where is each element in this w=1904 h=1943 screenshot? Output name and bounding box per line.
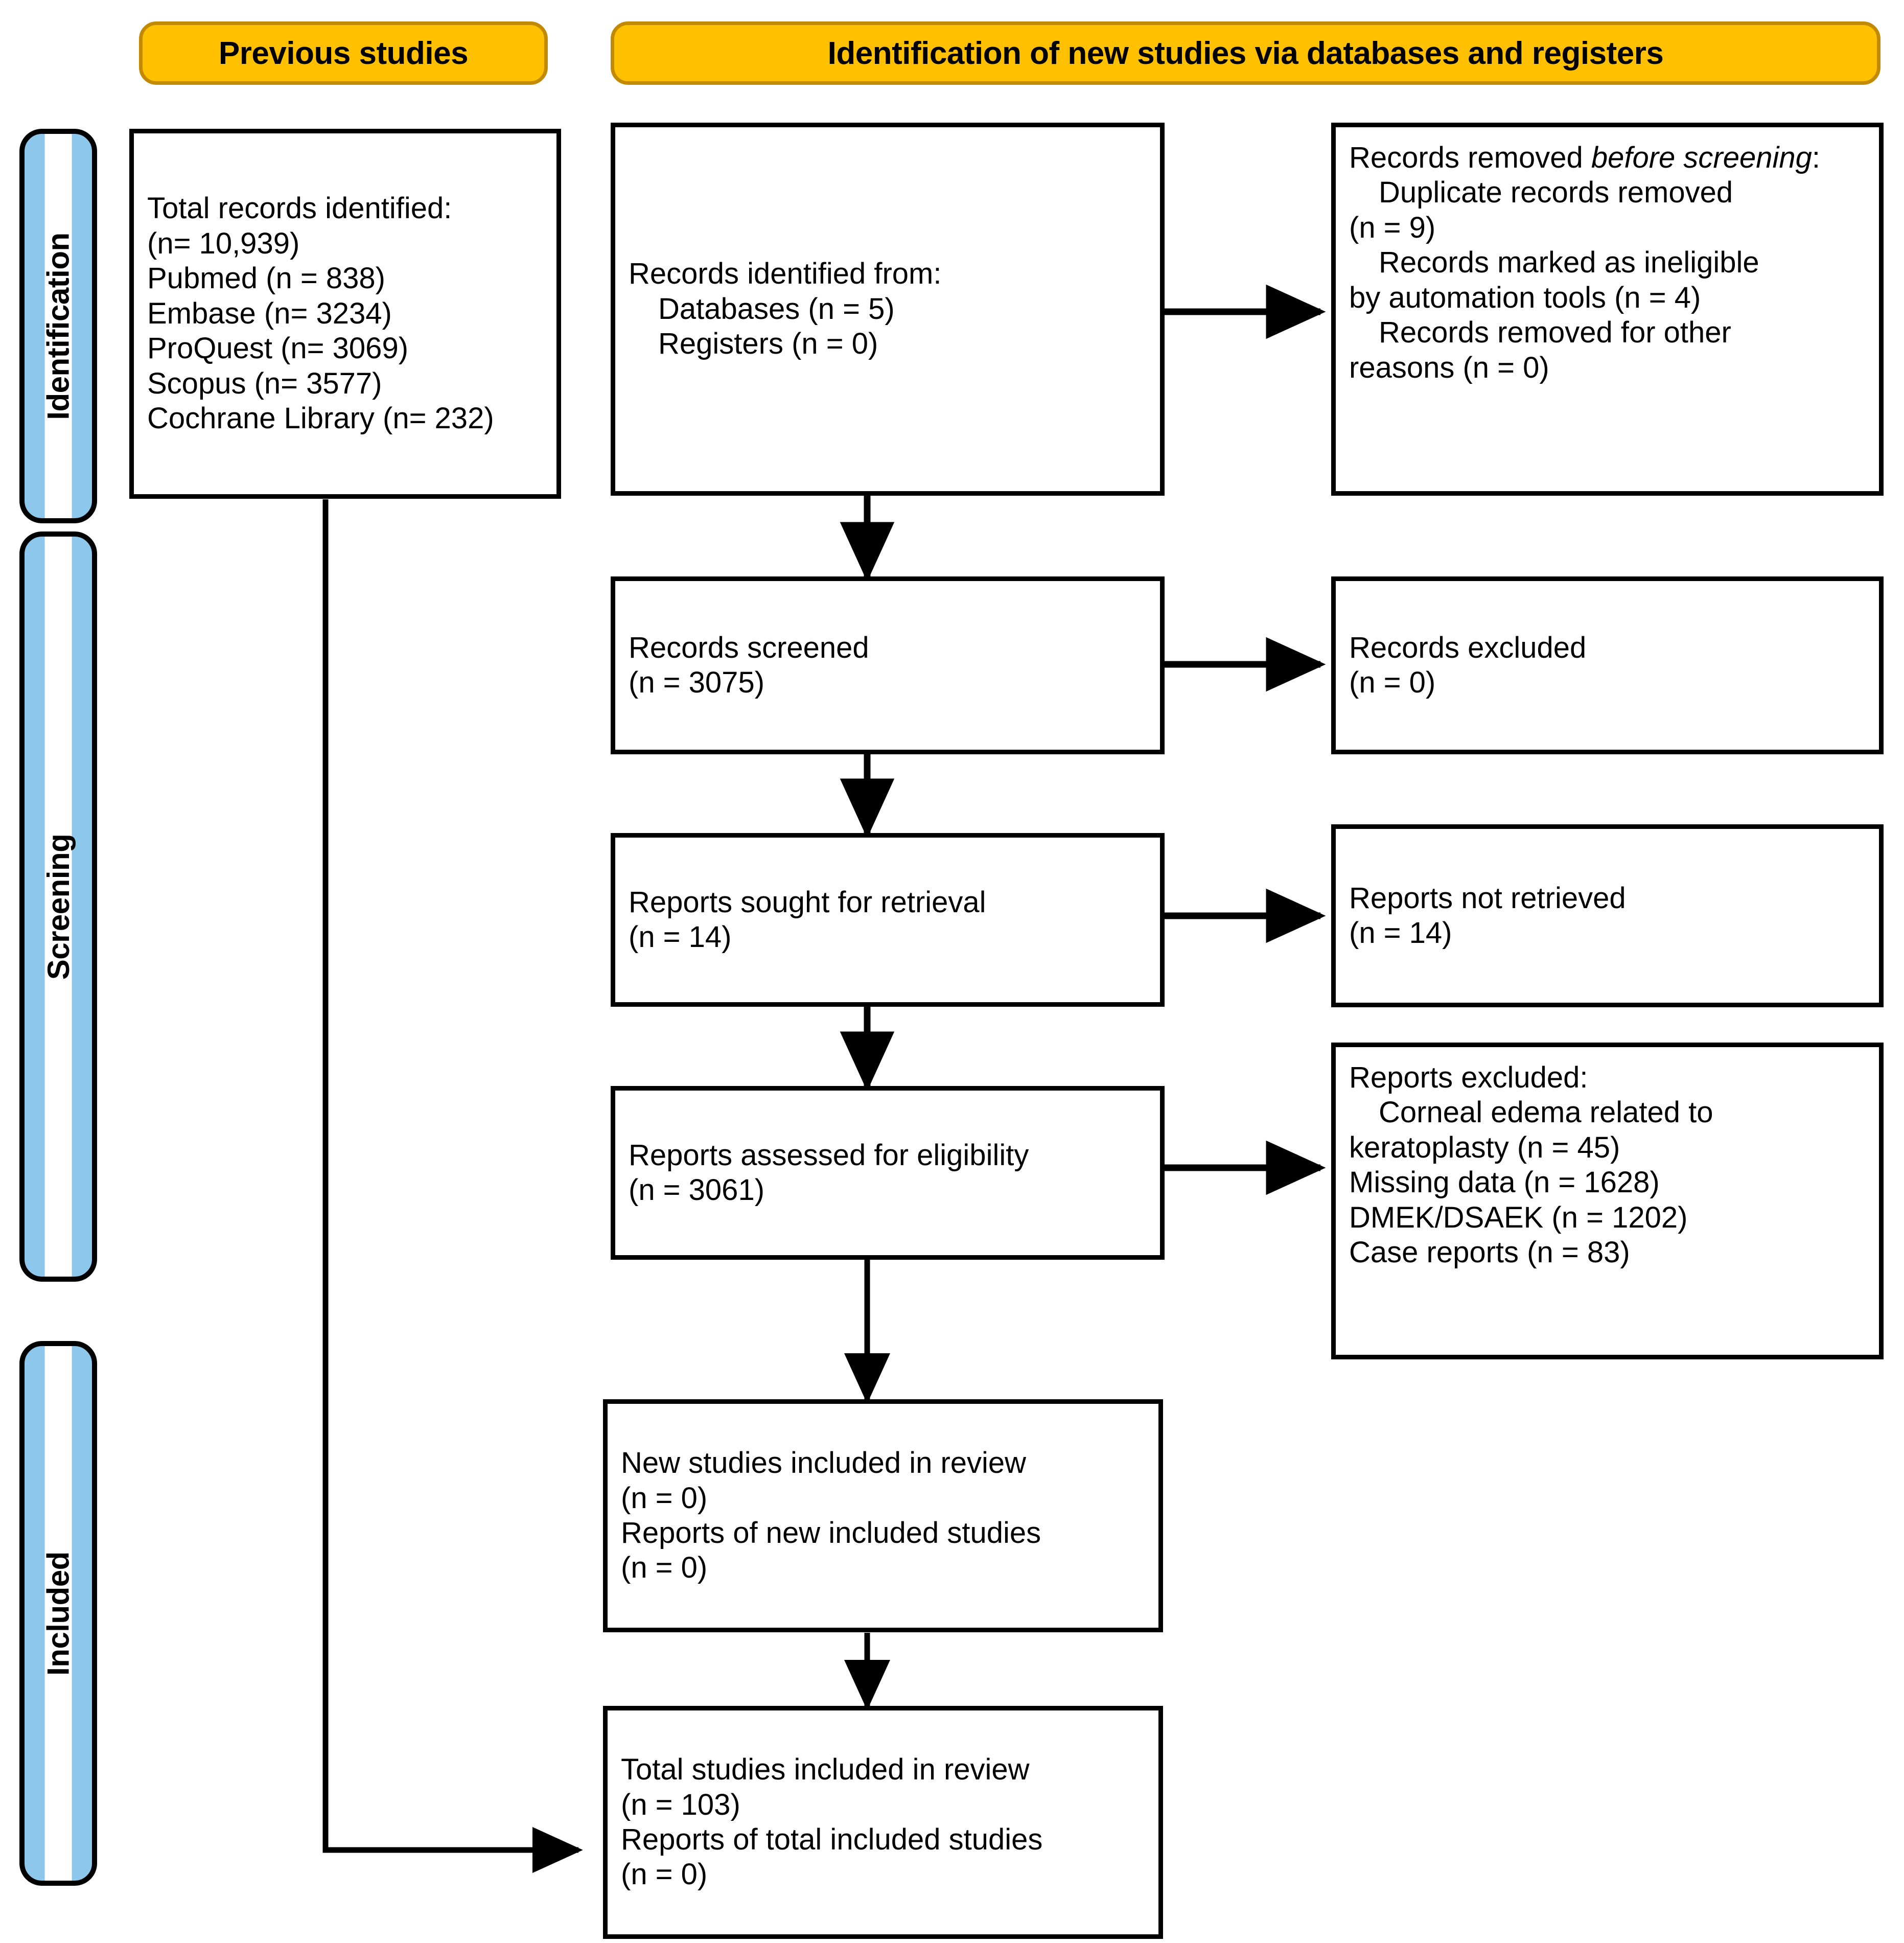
total-studies-included-label: Total studies included in review xyxy=(621,1753,1030,1787)
new-studies-included-label: New studies included in review xyxy=(621,1446,1027,1480)
reports-excluded-title: Reports excluded: xyxy=(1349,1061,1588,1094)
reports-assessed-count: (n = 3061) xyxy=(629,1173,765,1207)
stage-tab-included-strip: Included xyxy=(41,1346,76,1881)
records-identified-from-title: Records identified from: xyxy=(629,257,942,291)
reports-total-included-count: (n = 0) xyxy=(621,1858,708,1891)
reports-new-included-label: Reports of new included studies xyxy=(621,1516,1041,1549)
box-new-studies-included-in-review: New studies included in review (n = 0) R… xyxy=(603,1399,1163,1632)
banner-identification-new-studies: Identification of new studies via databa… xyxy=(611,21,1880,85)
box-reports-excluded: Reports excluded: Corneal edema related … xyxy=(1331,1043,1884,1359)
stage-tab-included: Included xyxy=(19,1341,97,1886)
total-records-line-1: Total records identified: xyxy=(147,192,452,225)
records-removed-item-4: by automation tools (n = 4) xyxy=(1349,281,1701,314)
records-excluded-label: Records excluded xyxy=(1349,631,1587,664)
box-reports-sought-for-retrieval: Reports sought for retrieval (n = 14) xyxy=(611,833,1165,1007)
box-reports-not-retrieved: Reports not retrieved (n = 14) xyxy=(1331,824,1884,1007)
records-removed-title-tail: : xyxy=(1812,141,1821,174)
banner-previous-studies-label: Previous studies xyxy=(218,35,469,71)
reports-assessed-label: Reports assessed for eligibility xyxy=(629,1138,1029,1172)
total-studies-included-count: (n = 103) xyxy=(621,1788,740,1821)
reports-excluded-item-3: Missing data (n = 1628) xyxy=(1349,1166,1660,1199)
stage-tab-screening: Screening xyxy=(19,531,97,1282)
reports-sought-label: Reports sought for retrieval xyxy=(629,885,986,919)
stage-tab-identification: Identification xyxy=(19,129,97,523)
banner-previous-studies: Previous studies xyxy=(139,21,548,85)
box-total-records-identified: Total records identified: (n= 10,939) Pu… xyxy=(129,129,561,499)
reports-sought-count: (n = 14) xyxy=(629,920,732,954)
stage-tab-identification-strip: Identification xyxy=(41,134,76,518)
box-records-removed-before-screening: Records removed before screening: Duplic… xyxy=(1331,123,1884,496)
reports-not-retrieved-count: (n = 14) xyxy=(1349,916,1452,950)
total-records-line-3: Pubmed (n = 838) xyxy=(147,262,385,295)
records-removed-item-5: Records removed for other xyxy=(1379,316,1731,350)
records-identified-from-databases: Databases (n = 5) xyxy=(658,292,895,326)
total-records-line-5: ProQuest (n= 3069) xyxy=(147,332,409,365)
total-records-line-4: Embase (n= 3234) xyxy=(147,296,392,330)
reports-excluded-item-5: Case reports (n = 83) xyxy=(1349,1236,1630,1269)
reports-excluded-item-1: Corneal edema related to xyxy=(1379,1096,1713,1129)
records-removed-item-6: reasons (n = 0) xyxy=(1349,351,1549,384)
stage-tab-screening-strip: Screening xyxy=(41,537,76,1277)
banner-identification-new-studies-label: Identification of new studies via databa… xyxy=(827,35,1664,71)
box-records-excluded: Records excluded (n = 0) xyxy=(1331,576,1884,754)
reports-total-included-label: Reports of total included studies xyxy=(621,1823,1043,1856)
box-records-screened: Records screened (n = 3075) xyxy=(611,576,1165,754)
records-identified-from-registers: Registers (n = 0) xyxy=(658,327,878,361)
box-records-identified-from: Records identified from: Databases (n = … xyxy=(611,123,1165,496)
records-removed-title-italic: before screening xyxy=(1591,141,1812,174)
records-removed-item-2: (n = 9) xyxy=(1349,211,1436,244)
stage-tab-screening-label: Screening xyxy=(41,834,76,980)
records-removed-title: Records removed before screening: xyxy=(1349,141,1866,175)
reports-not-retrieved-label: Reports not retrieved xyxy=(1349,881,1626,915)
records-removed-item-1: Duplicate records removed xyxy=(1379,176,1733,210)
reports-new-included-count: (n = 0) xyxy=(621,1551,708,1585)
new-studies-included-count: (n = 0) xyxy=(621,1481,708,1515)
total-records-line-2: (n= 10,939) xyxy=(147,226,300,260)
stage-tab-included-label: Included xyxy=(41,1551,76,1676)
records-removed-title-plain: Records removed xyxy=(1349,141,1591,174)
reports-excluded-item-4: DMEK/DSAEK (n = 1202) xyxy=(1349,1200,1688,1234)
stage-tab-identification-label: Identification xyxy=(41,232,76,420)
records-removed-item-3: Records marked as ineligible xyxy=(1379,246,1759,280)
records-excluded-count: (n = 0) xyxy=(1349,666,1436,699)
records-screened-count: (n = 3075) xyxy=(629,666,765,699)
reports-excluded-item-2: keratoplasty (n = 45) xyxy=(1349,1130,1620,1164)
box-reports-assessed-for-eligibility: Reports assessed for eligibility (n = 30… xyxy=(611,1086,1165,1260)
total-records-line-6: Scopus (n= 3577) xyxy=(147,366,382,400)
total-records-line-7: Cochrane Library (n= 232) xyxy=(147,402,494,435)
box-total-studies-included-in-review: Total studies included in review (n = 10… xyxy=(603,1706,1163,1939)
records-screened-label: Records screened xyxy=(629,631,869,664)
elbow-previous-to-total xyxy=(322,499,583,1873)
